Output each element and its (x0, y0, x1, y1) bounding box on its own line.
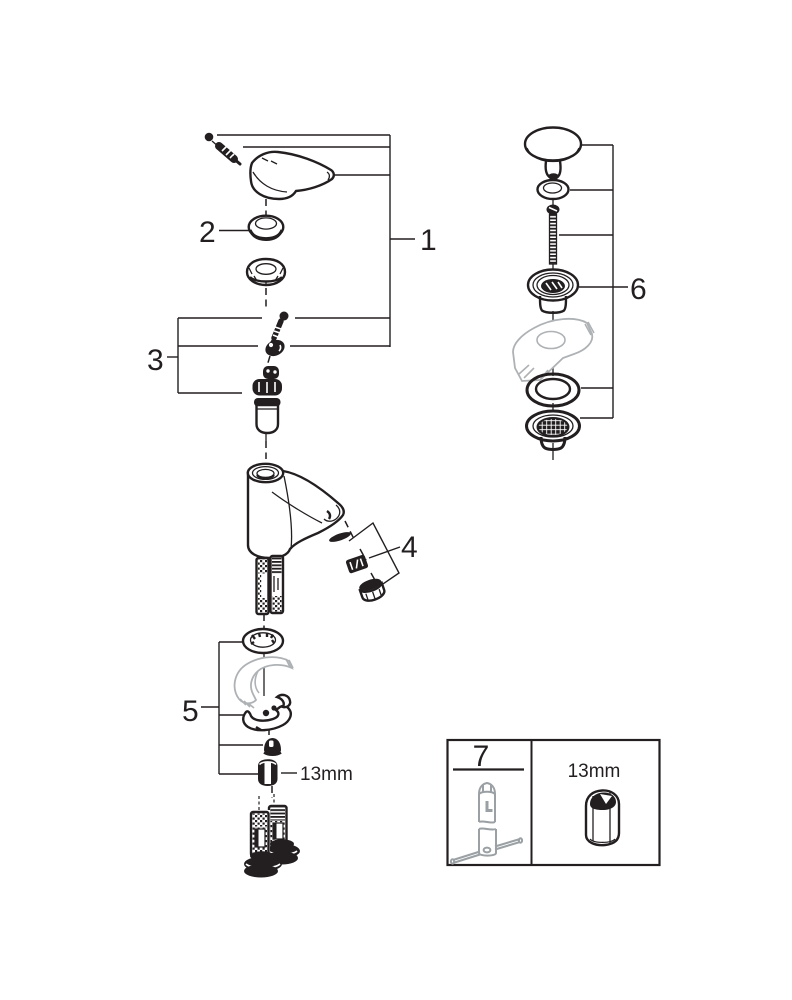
tools-box (446, 738, 661, 867)
drain-plug (523, 126, 583, 180)
hex-adapter-13mm (584, 789, 621, 847)
mounting-nut-13mm (258, 759, 278, 786)
drain-screw (546, 204, 560, 265)
callout-bracket-5 (201, 641, 297, 775)
trim-ring (247, 214, 285, 242)
callout-7: 7 (473, 740, 490, 773)
supply-hoses (244, 804, 300, 878)
base-gasket-ring (241, 627, 285, 655)
callout-bracket-3 (167, 317, 390, 394)
supply-hose-right (266, 804, 300, 865)
nut-size-label: 13mm (300, 764, 353, 785)
mounting-washer (242, 693, 292, 732)
callout-5: 5 (182, 695, 199, 728)
drain-gasket (525, 372, 581, 408)
cartridge (252, 366, 282, 435)
socket-tool (449, 781, 524, 865)
callout-bracket-1 (217, 134, 415, 347)
dome-cap (245, 257, 287, 287)
drain-flange-top (526, 268, 580, 314)
mounting-shanks (255, 554, 285, 616)
callout-3: 3 (147, 344, 164, 377)
faucet-body (246, 462, 345, 560)
dome-nut (263, 738, 282, 756)
cartridge-screw (269, 311, 289, 345)
callout-6: 6 (630, 273, 647, 306)
callout-bracket-4 (348, 521, 401, 587)
supply-hose-left (244, 810, 282, 878)
callout-1: 1 (420, 224, 437, 257)
callout-bracket-6 (559, 144, 628, 419)
handle-screw (204, 132, 242, 166)
callout-4: 4 (401, 531, 418, 564)
drain-plug-washer (536, 178, 570, 201)
counter-section-gray (512, 317, 595, 382)
cartridge-retainer (265, 339, 285, 357)
drain-flange-bottom (525, 409, 581, 451)
lever-handle (249, 150, 335, 201)
spacer-shim-gray (233, 656, 294, 709)
callout-2: 2 (199, 216, 216, 249)
aerator-parts (329, 532, 386, 602)
tool-size-label: 13mm (568, 761, 621, 782)
